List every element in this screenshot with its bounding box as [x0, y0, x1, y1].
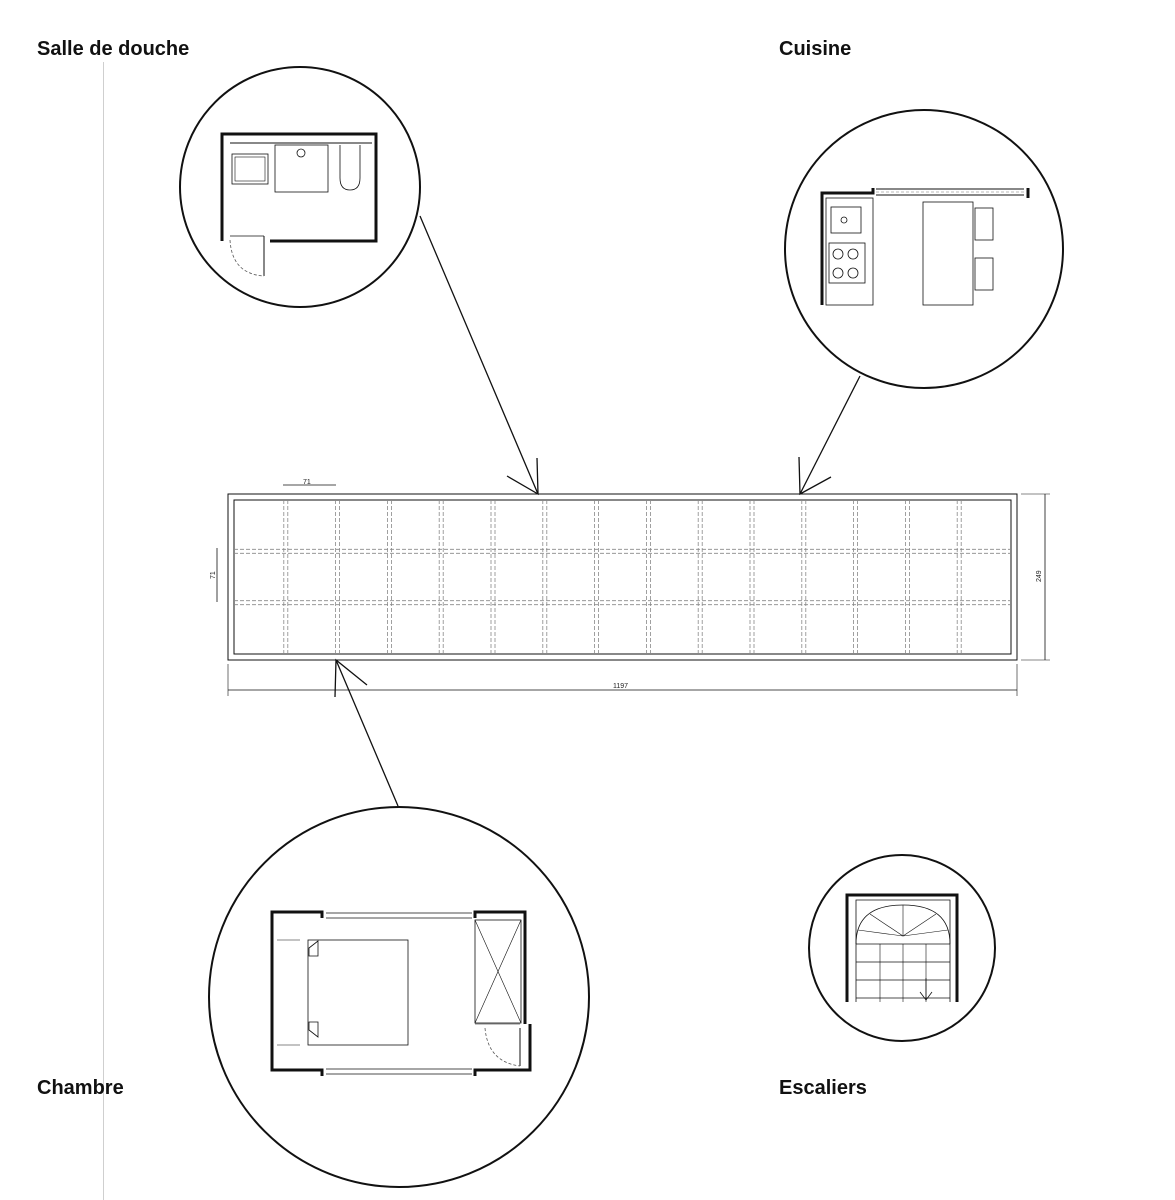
stairs-label: Escaliers [779, 1077, 867, 1099]
bedroom-detail [208, 806, 590, 1188]
bedroom-label: Chambre [37, 1077, 124, 1099]
arrows [334, 215, 861, 807]
module-dimension-vertical: 71 [210, 571, 217, 579]
main-plan: 71 71 1197 249 [210, 479, 1050, 696]
kitchen-label: Cuisine [779, 38, 852, 60]
total-length-dimension: 1197 [613, 683, 628, 690]
bathroom-label: Salle de douche [37, 38, 190, 60]
kitchen-detail [784, 109, 1064, 389]
stairs-detail [808, 854, 996, 1042]
bathroom-detail [179, 66, 421, 308]
margin-rule [103, 62, 104, 1200]
total-height-dimension: 249 [1036, 570, 1043, 582]
module-dimension: 71 [303, 479, 311, 486]
